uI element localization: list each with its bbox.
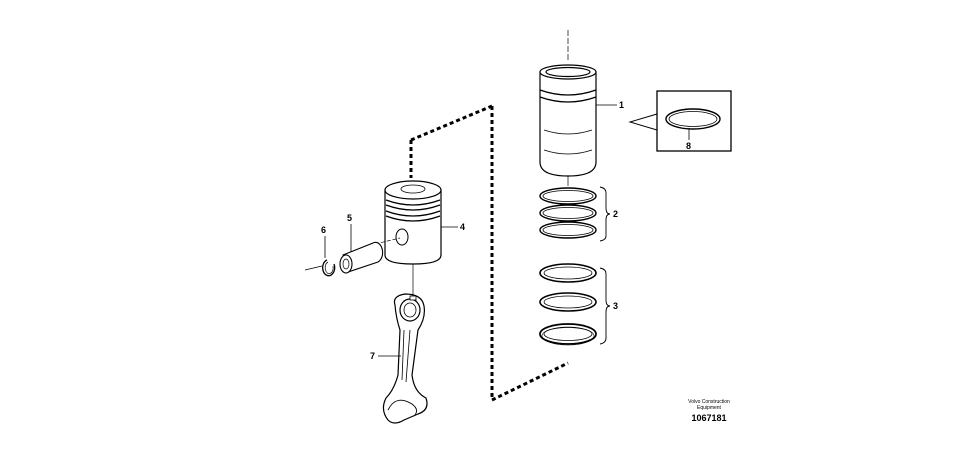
piston [384,180,442,296]
bracket-3 [599,267,611,345]
cylinder-liner [539,30,597,186]
callout-label-5: 5 [347,213,352,223]
detail-box-seal-ring [628,90,732,152]
callout-label-3: 3 [613,301,618,311]
piston-pin [339,237,401,274]
callout-label-8: 8 [686,141,691,151]
assembly-dashed-bracket [409,104,569,402]
circlip [304,259,336,277]
callout-label-6: 6 [321,225,326,235]
company-name-line2: Equipment [697,405,722,411]
callout-label-2: 2 [613,209,618,219]
piston-rings [539,263,597,346]
callout-label-1: 1 [619,100,624,110]
callout-label-4: 4 [460,222,465,232]
connecting-rod [382,293,428,424]
callout-label-7: 7 [370,351,375,361]
company-name-line1: Volvo Construction [688,399,730,405]
liner-seal-rings [539,187,597,239]
bracket-2 [599,186,611,242]
drawing-number: 1067181 [691,413,726,423]
